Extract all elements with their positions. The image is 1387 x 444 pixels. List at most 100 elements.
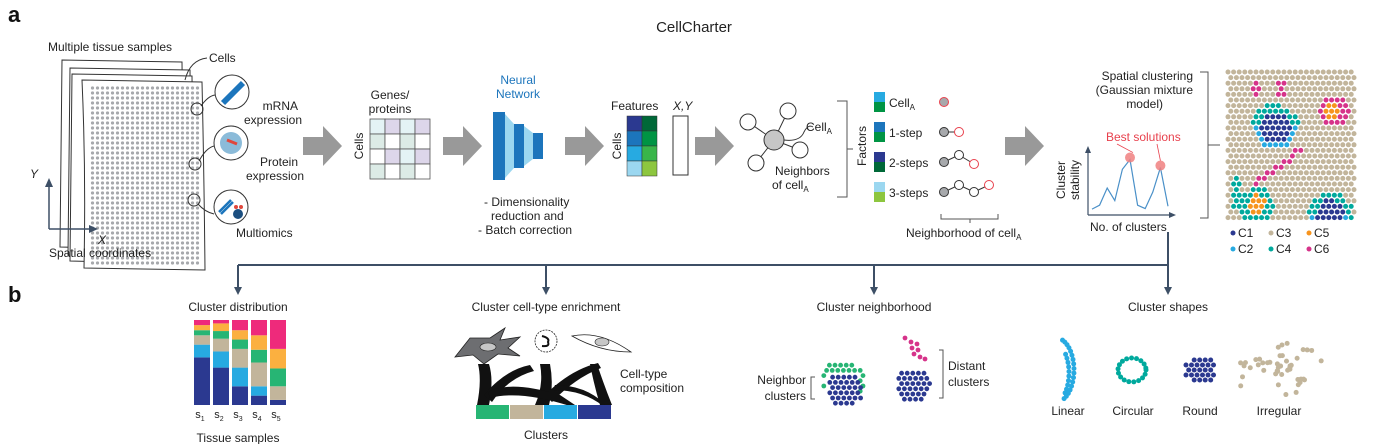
cluster-map-cell <box>1270 181 1276 187</box>
modality-mrna: mRNA expression <box>190 74 302 127</box>
tissue-cell-dot <box>135 101 140 105</box>
tissue-cell-dot <box>170 241 175 245</box>
cluster-map-cell <box>1301 75 1307 81</box>
cluster-map-cell <box>1334 209 1340 215</box>
figure-title: CellCharter <box>656 19 732 36</box>
legend-dot <box>1230 246 1236 252</box>
linear-cluster-cell <box>1068 348 1074 354</box>
cluster-map-cell <box>1242 203 1248 209</box>
svg-text:Factors: Factors <box>855 126 869 166</box>
tissue-cell-dot <box>140 211 145 215</box>
cluster-map-cell <box>1331 91 1337 97</box>
neighbor-cluster-cell <box>829 368 835 373</box>
tissue-cell-dot <box>140 86 145 90</box>
tissue-cell-dot <box>95 166 100 170</box>
step-cell <box>939 127 949 137</box>
arrow-right-icon <box>565 126 604 166</box>
cluster-map-cell <box>1264 125 1270 131</box>
tissue-cell-dot <box>145 171 150 175</box>
cluster-map-cell <box>1267 153 1273 159</box>
tissue-cell-dot <box>190 241 195 245</box>
cluster-map-cell <box>1312 164 1318 170</box>
tissue-cell-dot <box>195 181 200 185</box>
tissue-cell-dot <box>110 201 115 205</box>
cluster-map-cell <box>1264 147 1270 153</box>
cluster-map-cell <box>1281 91 1287 97</box>
cluster-map-cell <box>1267 86 1273 92</box>
cluster-map-cell <box>1289 164 1295 170</box>
cluster-map-cell <box>1239 131 1245 137</box>
cluster-map-cell <box>1351 153 1357 159</box>
tissue-cell-dot <box>130 221 135 225</box>
tissue-cell-dot <box>160 141 165 145</box>
tissue-cell-dot <box>140 261 145 265</box>
tissue-cell-dot <box>155 196 160 200</box>
tissue-cell-dot <box>160 131 165 135</box>
tissue-cell-dot <box>105 121 110 125</box>
core-cluster-cell <box>844 390 849 396</box>
tissue-cell-dot <box>115 91 120 95</box>
tissue-cell-dot <box>115 96 120 100</box>
cluster-map-cell <box>1292 215 1298 221</box>
tissue-cell-dot <box>150 116 155 120</box>
cluster-map-cell <box>1343 215 1349 221</box>
tissue-cell-dot <box>130 181 135 185</box>
cluster-map-cell <box>1312 187 1318 193</box>
irregular-cluster-cell <box>1253 357 1259 363</box>
features-matrix <box>626 115 658 177</box>
cluster-map-cell <box>1233 198 1239 204</box>
tissue-cell-dot <box>90 256 95 260</box>
cluster-map-cell <box>1331 181 1337 187</box>
tissue-cell-dot <box>160 221 165 225</box>
tissue-cell-dot <box>130 236 135 240</box>
matrix-cell <box>414 118 431 135</box>
cluster-map-cell <box>1261 198 1267 204</box>
cluster-map-cell <box>1250 131 1256 137</box>
cluster-map-cell <box>1278 119 1284 125</box>
tissue-cell-dot <box>170 121 175 125</box>
tissue-cell-dot <box>130 131 135 135</box>
cluster-map-cell <box>1233 108 1239 114</box>
tissue-cell-dot <box>150 261 155 265</box>
circular-cluster-cell <box>1129 355 1135 361</box>
tissue-cell-dot <box>165 186 170 190</box>
tissue-cell-dot <box>160 236 165 240</box>
tissue-cell-dot <box>125 226 130 230</box>
cluster-map-cell <box>1303 125 1309 131</box>
tissue-cell-dot <box>130 151 135 155</box>
factor-swatch-top <box>874 122 885 132</box>
cluster-map-cell <box>1317 108 1323 114</box>
bracket <box>837 100 853 198</box>
linear-cluster-cell <box>1069 352 1075 358</box>
factor-swatch-bottom <box>874 132 885 142</box>
round-cluster-cell <box>1205 362 1211 368</box>
tissue-cell-dot <box>100 176 105 180</box>
tissue-cell-dot <box>140 116 145 120</box>
cluster-map-cell <box>1292 159 1298 165</box>
neighbor-cluster-cell <box>838 362 843 368</box>
circular-cluster-cell <box>1115 370 1121 376</box>
cluster-map-cell <box>1239 198 1245 204</box>
tissue-cell-dot <box>155 231 160 235</box>
cluster-map-cell <box>1247 215 1253 221</box>
tissue-cell-dot <box>190 91 195 95</box>
round-cluster-cell <box>1205 372 1211 378</box>
tissue-cell-dot <box>130 156 135 160</box>
tissue-cell-dot <box>95 161 100 165</box>
irregular-cluster-cell <box>1279 372 1285 378</box>
cluster-map-cell <box>1261 86 1267 92</box>
tissue-cell-dot <box>100 156 105 160</box>
tissue-cell-dot <box>165 221 170 225</box>
cluster-map-cell <box>1295 142 1301 148</box>
tissue-cell-dot <box>95 216 100 220</box>
tissue-cell-dot <box>185 101 190 105</box>
round-cluster-cell <box>1191 367 1197 373</box>
neighbor-cluster-cell <box>843 362 849 368</box>
distant-core-cell <box>899 391 904 397</box>
distant-core-cell <box>904 391 910 397</box>
tissue-cell-dot <box>155 91 160 95</box>
cluster-map-cell <box>1351 131 1357 137</box>
tissue-cell-dot <box>110 186 115 190</box>
svg-text:clusters: clusters <box>948 375 989 389</box>
tissue-cell-dot <box>140 221 145 225</box>
